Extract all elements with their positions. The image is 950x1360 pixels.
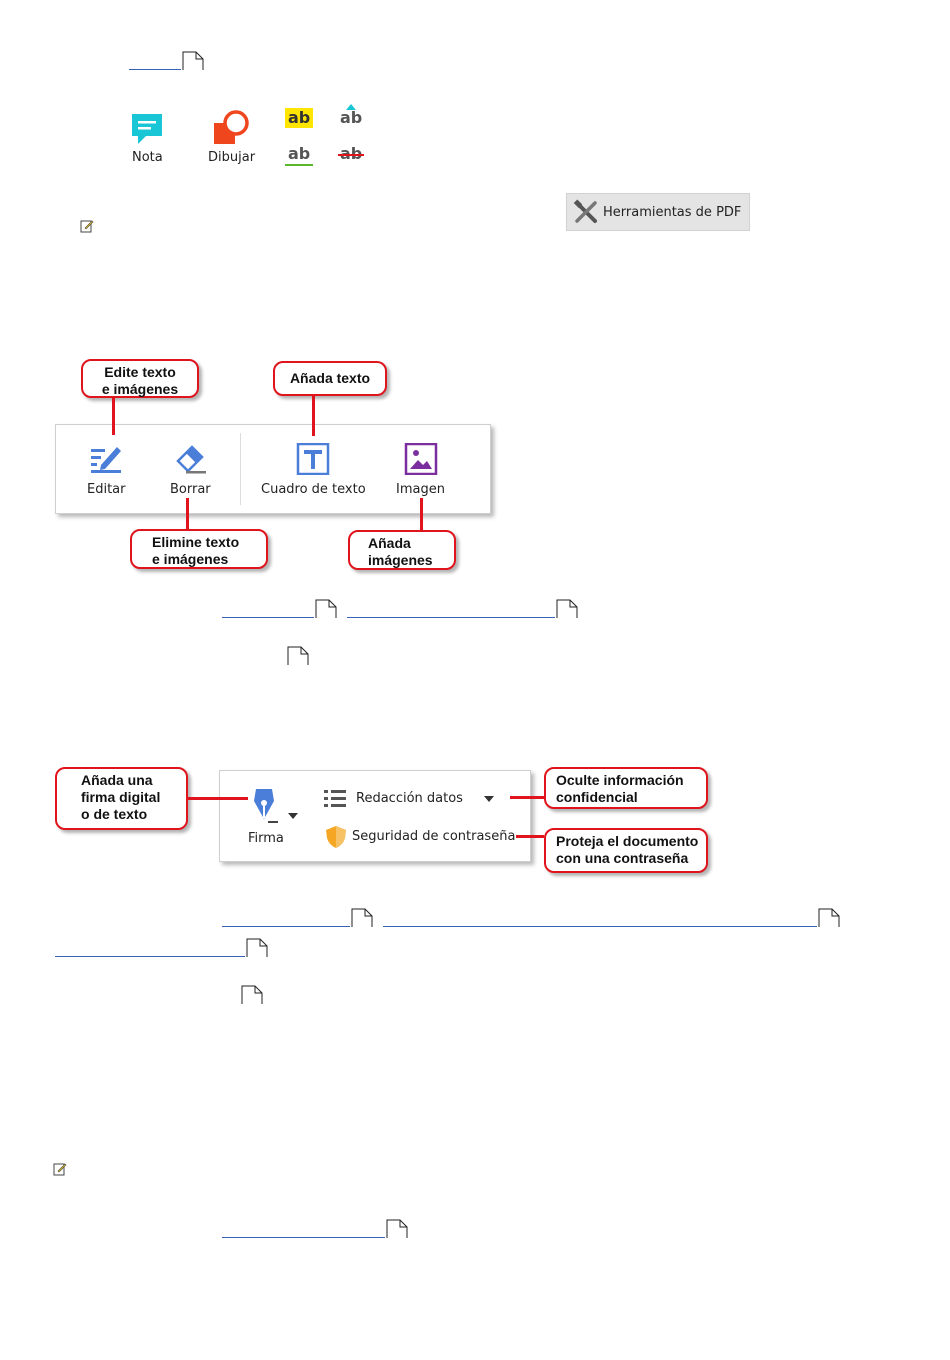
redact-icon — [324, 790, 346, 807]
signature-label: Firma — [248, 831, 284, 846]
callout-edit-pointer — [112, 398, 115, 435]
insert-text-tool[interactable]: ab — [338, 104, 364, 128]
edit-label: Editar — [87, 482, 126, 497]
draw-label: Dibujar — [208, 150, 256, 165]
link-underline[interactable] — [55, 956, 245, 957]
page-reference-icon — [315, 599, 337, 619]
page-reference-icon — [246, 938, 268, 958]
redact-label: Redacción datos — [356, 791, 463, 806]
chevron-down-icon — [288, 813, 298, 819]
image-icon — [404, 443, 438, 475]
underline-bar — [285, 164, 313, 166]
callout-password: Proteja el documento con una contraseña — [544, 828, 708, 873]
callout-add-text-pointer — [312, 396, 315, 436]
page-reference-icon — [287, 646, 309, 666]
edit-note-icon — [80, 220, 94, 233]
page-reference-icon — [351, 908, 373, 928]
toolbar-separator — [240, 433, 241, 505]
pen-nib-icon — [254, 789, 278, 823]
page-reference-icon — [241, 985, 263, 1005]
link-underline[interactable] — [347, 617, 555, 618]
note-label: Nota — [132, 150, 163, 165]
page-reference-icon — [556, 599, 578, 619]
page-reference-icon — [386, 1219, 408, 1239]
textbox-icon — [296, 443, 330, 475]
edit-button[interactable]: Editar — [82, 441, 132, 505]
eraser-icon — [176, 445, 206, 474]
shield-icon — [326, 826, 346, 848]
underline-icon-text: ab — [288, 144, 311, 163]
image-button[interactable]: Imagen — [392, 441, 452, 505]
password-label: Seguridad de contraseña — [352, 829, 516, 844]
note-tool[interactable]: Nota — [128, 112, 168, 172]
page-reference-icon — [182, 51, 204, 71]
signature-button[interactable]: Firma — [238, 785, 300, 853]
pdf-tools-icon — [573, 199, 597, 223]
caret-icon — [346, 104, 356, 110]
redact-button[interactable]: Redacción datos — [322, 785, 502, 813]
highlight-icon-text: ab — [288, 108, 311, 127]
protect-toolbar: Firma Redacción datos Seguridad de contr… — [219, 770, 531, 862]
page-reference-icon — [818, 908, 840, 928]
image-label: Imagen — [396, 482, 445, 497]
draw-tool[interactable]: Dibujar — [208, 110, 260, 172]
callout-signature: Añada una firma digital o de texto — [55, 767, 188, 830]
note-icon — [132, 114, 162, 144]
edit-toolbar: Editar Borrar Cuadro de texto Imagen — [55, 424, 491, 514]
callout-edit: Edite texto e imágenes — [81, 359, 199, 398]
password-security-button[interactable]: Seguridad de contraseña — [322, 823, 522, 851]
callout-add-images-pointer — [420, 498, 423, 531]
edit-note-icon — [53, 1163, 67, 1176]
edit-icon — [91, 447, 121, 473]
link-underline[interactable] — [222, 617, 314, 618]
pdf-tools-label: Herramientas de PDF — [603, 204, 742, 220]
textbox-label: Cuadro de texto — [261, 482, 366, 497]
draw-icon — [214, 110, 249, 144]
callout-add-text: Añada texto — [273, 361, 387, 396]
erase-label: Borrar — [170, 482, 211, 497]
callout-erase: Elimine texto e imágenes — [130, 529, 268, 569]
strikeout-bar — [338, 154, 364, 156]
callout-password-pointer — [516, 835, 544, 838]
link-underline[interactable] — [222, 1237, 385, 1238]
textbox-button[interactable]: Cuadro de texto — [259, 441, 371, 505]
callout-signature-pointer — [188, 797, 248, 800]
pdf-tools-button[interactable]: Herramientas de PDF — [566, 193, 750, 231]
link-underline[interactable] — [222, 926, 350, 927]
underline-tool[interactable]: ab — [285, 145, 313, 167]
highlight-tool[interactable]: ab — [285, 108, 313, 128]
strikeout-tool[interactable]: ab — [338, 145, 364, 167]
callout-redact-pointer — [510, 796, 544, 799]
callout-add-images: Añada imágenes — [348, 530, 456, 570]
link-underline[interactable] — [383, 926, 817, 927]
callout-redact: Oculte información confidencial — [544, 767, 708, 809]
insert-icon-text: ab — [340, 108, 363, 127]
link-underline[interactable] — [129, 69, 181, 70]
strikeout-icon-text: ab — [340, 145, 362, 163]
chevron-down-icon — [484, 796, 494, 802]
erase-button[interactable]: Borrar — [166, 441, 218, 505]
callout-erase-pointer — [186, 498, 189, 530]
